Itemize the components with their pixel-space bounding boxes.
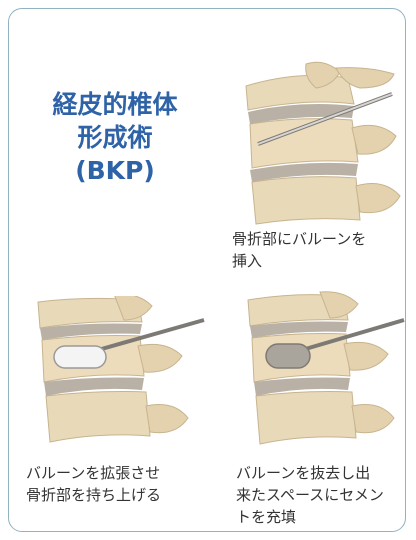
procedure-title: 経皮的椎体 形成術 (BKP) xyxy=(30,88,200,187)
spine-balloon-insert-illustration xyxy=(228,58,404,226)
spine-balloon-expand-illustration xyxy=(28,296,208,448)
title-line-2: 形成術 xyxy=(30,121,200,154)
caption-step-3: バルーンを抜去し出 来たスペースにセメン トを充填 xyxy=(236,462,384,528)
caption-step-1: 骨折部にバルーンを 挿入 xyxy=(232,228,366,272)
title-line-1: 経皮的椎体 xyxy=(30,88,200,121)
caption-step-2: バルーンを拡張させ 骨折部を持ち上げる xyxy=(26,462,161,506)
spine-cement-fill-illustration xyxy=(236,290,408,450)
title-line-3: (BKP) xyxy=(30,154,200,187)
